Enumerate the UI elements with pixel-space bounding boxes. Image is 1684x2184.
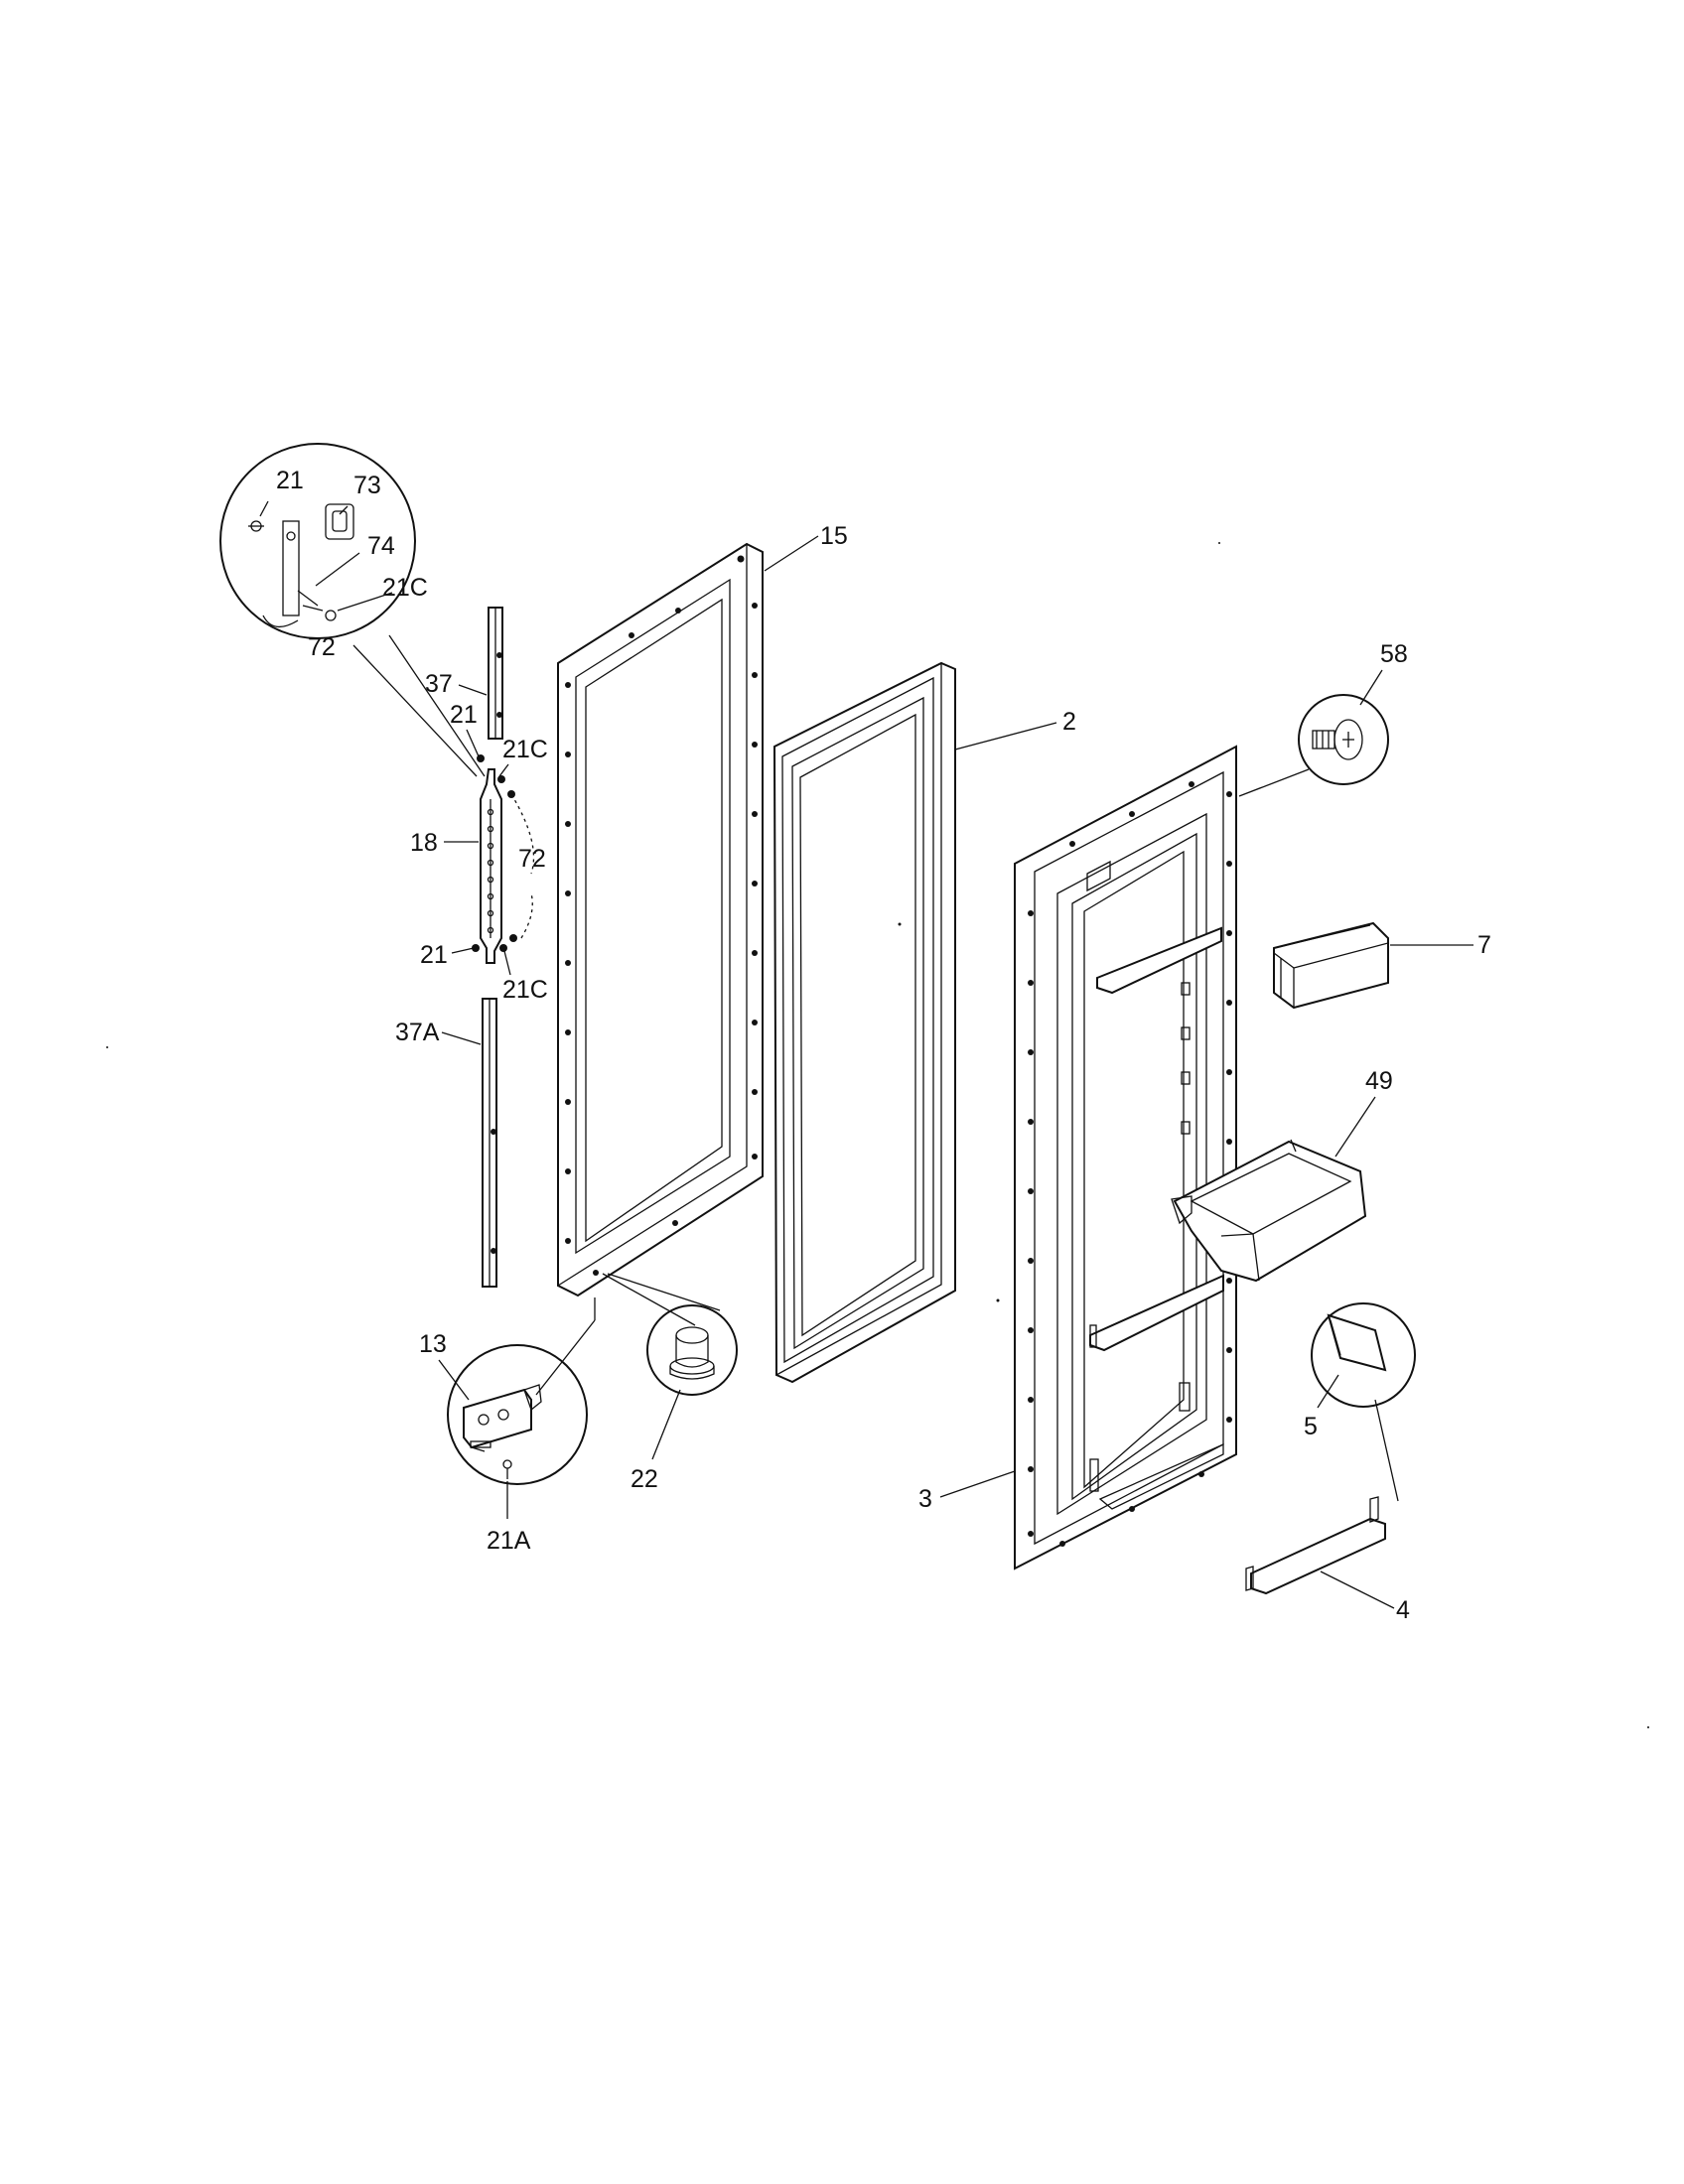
callout-49: 49 <box>1365 1067 1393 1095</box>
callout-2: 2 <box>1062 708 1076 736</box>
screw-guide-72 <box>510 793 535 939</box>
handle-trim-lower <box>482 998 497 1288</box>
callout-72-top: 72 <box>308 633 336 661</box>
callout-13: 13 <box>419 1330 447 1358</box>
callout-3: 3 <box>918 1485 932 1513</box>
callout-22: 22 <box>631 1465 658 1493</box>
door-bin-49 <box>1171 1139 1367 1283</box>
callout-37: 37 <box>425 670 453 698</box>
lower-hinge-13 <box>447 1297 596 1485</box>
dairy-door-7 <box>1273 921 1389 1010</box>
outer-panel-holes <box>565 555 758 1276</box>
callout-21C-low: 21C <box>502 976 548 1004</box>
callout-74: 74 <box>367 532 395 560</box>
callout-15: 15 <box>820 522 848 550</box>
callout-21-mid: 21 <box>450 701 478 729</box>
detail-leader-1 <box>352 644 478 777</box>
callout-4: 4 <box>1396 1596 1410 1624</box>
callout-21-top: 21 <box>276 467 304 494</box>
bin-retainer-4 <box>1245 1496 1386 1595</box>
callout-5: 5 <box>1304 1413 1318 1440</box>
liner-screw-58 <box>1238 694 1389 797</box>
callout-21C-top: 21C <box>382 574 428 602</box>
callout-37A: 37A <box>395 1019 440 1046</box>
handle-trim-upper <box>488 607 503 740</box>
callout-21C-mid: 21C <box>502 736 548 763</box>
handle-detail-circle <box>219 443 416 639</box>
bin-end-cap-5 <box>1311 1302 1416 1502</box>
door-liner-3 <box>1014 745 1237 1570</box>
detail-leader-2 <box>388 634 486 777</box>
callout-58: 58 <box>1380 640 1408 668</box>
liner-holes <box>1028 781 1232 1547</box>
callout-7: 7 <box>1477 931 1491 959</box>
callout-21-low: 21 <box>420 941 448 969</box>
scan-specks <box>106 542 1649 1728</box>
callout-18: 18 <box>410 829 438 857</box>
callout-21A: 21A <box>487 1527 531 1555</box>
door-outer-panel-15 <box>557 542 764 1297</box>
door-gasket-2 <box>772 661 956 1384</box>
door-handle-18 <box>480 768 502 964</box>
callout-73: 73 <box>353 472 381 499</box>
door-stop-plug-22 <box>602 1273 738 1396</box>
callout-72-mid: 72 <box>518 845 546 873</box>
